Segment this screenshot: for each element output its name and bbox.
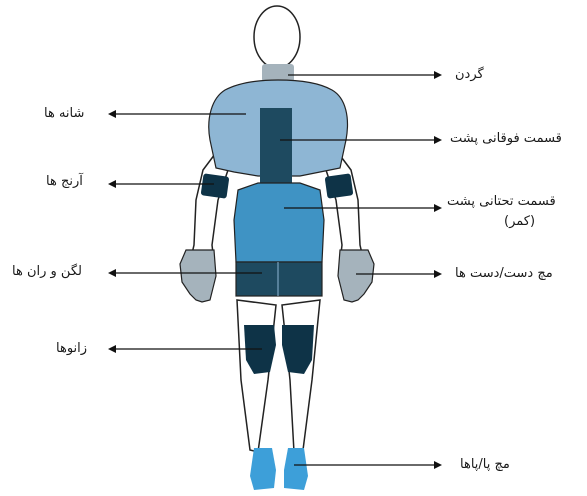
hips-thighs-region [236, 262, 322, 296]
label-wrists-hands: مچ دست/دست ها [455, 266, 553, 282]
label-hips-thighs: لگن و ران ها [12, 264, 82, 280]
left-leg-outline [237, 300, 276, 452]
left-foot [250, 448, 276, 490]
left-hand [180, 250, 216, 302]
label-shoulders: شانه ها [44, 106, 84, 122]
lower-back-region [234, 183, 324, 262]
upper-back-region [260, 108, 292, 183]
right-leg-outline [282, 300, 320, 452]
label-ankles-feet: مچ پا/پاها [460, 457, 510, 473]
left-elbow-band [201, 173, 230, 198]
label-lower-back: قسمت تحتانی پشت [447, 194, 556, 210]
label-lower-back-note: (کمر) [504, 214, 535, 230]
right-elbow-band [325, 173, 354, 198]
label-upper-back: قسمت فوقانی پشت [450, 131, 562, 147]
label-knees: زانوها [56, 341, 87, 357]
neck-region [262, 64, 294, 82]
head-outline [254, 6, 300, 68]
right-foot [284, 448, 308, 490]
label-elbows: آرنج ها [46, 174, 83, 190]
label-neck: گردن [455, 67, 484, 83]
right-hand [338, 250, 374, 302]
